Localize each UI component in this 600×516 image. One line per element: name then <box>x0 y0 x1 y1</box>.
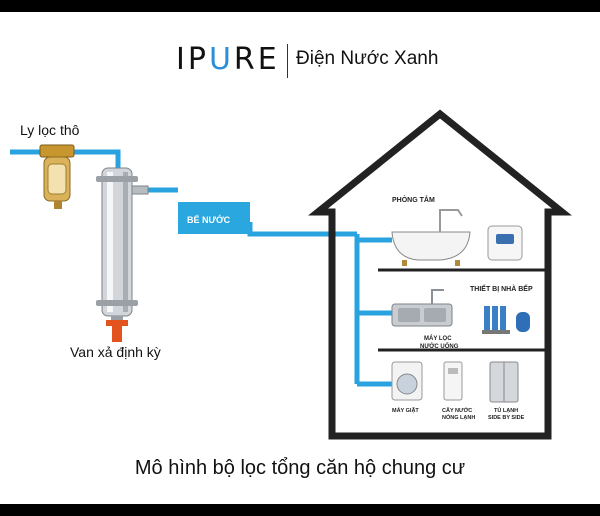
flush-valve-label: Van xả định kỳ <box>70 344 161 360</box>
logo-suffix: RE <box>233 42 280 77</box>
washing-machine-icon <box>391 361 423 401</box>
ro-purifier-icon <box>482 306 530 334</box>
water-heater-icon <box>487 225 523 261</box>
logo-prefix: IP <box>176 42 209 77</box>
fridge-label-1: TỦ LẠNH <box>494 407 518 414</box>
coarse-filter-label: Ly lọc thô <box>20 122 80 138</box>
ipure-logo: IPURE <box>176 42 280 77</box>
bathroom-label: PHÒNG TẮM <box>392 195 435 204</box>
system-diagram: BỂ NƯỚC PHÒNG TẮM THIẾT BỊ NHÀ BẾP <box>10 109 572 440</box>
diagram-caption: Mô hình bộ lọc tổng căn hộ chung cư <box>134 457 466 479</box>
bathtub-icon <box>391 209 471 266</box>
refrigerator-icon <box>489 361 519 403</box>
dispenser-label-1: CÂY NƯỚC <box>442 406 472 414</box>
stainless-filter-icon <box>96 167 149 326</box>
logo-accent: U <box>208 42 234 77</box>
fridge-label-2: SIDE BY SIDE <box>488 415 525 421</box>
water-tank-box <box>178 202 250 234</box>
diagram-canvas: IPURE Điện Nước Xanh <box>0 12 600 504</box>
kitchen-sink-icon <box>391 289 453 327</box>
water-tank-label: BỂ NƯỚC <box>187 214 231 225</box>
brand-name: Điện Nước Xanh <box>296 48 439 69</box>
kitchen-label: THIẾT BỊ NHÀ BẾP <box>470 283 533 293</box>
pipe-to-house <box>247 222 357 237</box>
coarse-filter-icon <box>39 144 75 209</box>
water-dispenser-icon <box>443 361 463 401</box>
brand-separator <box>287 44 288 78</box>
flush-valve-icon <box>106 320 128 342</box>
dispenser-label-2: NÓNG LẠNH <box>442 413 475 421</box>
house-outline <box>308 109 572 440</box>
ro-purifier-label-2: NƯỚC UỐNG <box>420 342 459 350</box>
ro-purifier-label-1: MÁY LỌC <box>424 335 452 342</box>
washer-label: MÁY GIẶT <box>392 407 419 414</box>
